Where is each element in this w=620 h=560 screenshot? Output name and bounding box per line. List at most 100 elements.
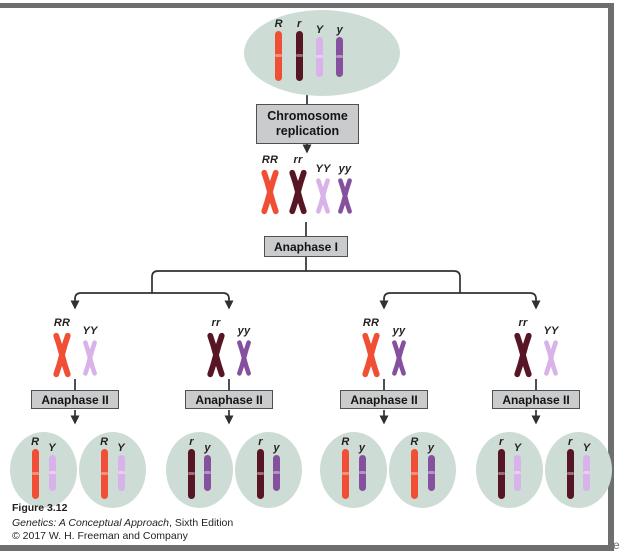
chromatid-rod (31, 449, 39, 499)
allele-label: y (427, 442, 435, 454)
box-label: Anaphase I (273, 239, 339, 254)
box-label-line1: Chromosome (267, 109, 348, 123)
replicated-RR: RR (257, 154, 283, 217)
allele-label: r (567, 436, 573, 448)
allele-label: r (258, 436, 263, 448)
chromatid-rod (336, 37, 344, 77)
gamete-cell-8: r Y (545, 432, 612, 508)
book-title-edition: , Sixth Edition (169, 517, 234, 529)
x-chromosome (510, 330, 536, 380)
gamete-chromosome: R (341, 436, 349, 508)
allele-label: YY (82, 325, 98, 337)
gamete-chromosome: Y (48, 442, 56, 508)
gamete-cell-2: R Y (79, 432, 146, 508)
box-label: Anaphase II (350, 392, 418, 407)
anaphase2-box-1: Anaphase II (31, 390, 119, 409)
group-chromosome: RR (49, 317, 75, 380)
x-chromosome (257, 167, 283, 217)
gamete-chromosome: y (273, 442, 280, 508)
chromosome-Y: Y (316, 24, 324, 96)
x-chromosome (313, 176, 333, 216)
allele-label: Y (513, 442, 522, 454)
allele-label: y (336, 24, 343, 36)
allele-label: rr (518, 317, 528, 329)
group-chromosome: yy (234, 325, 254, 378)
frame-bottom-bar (0, 545, 614, 551)
x-chromosome (541, 338, 561, 378)
allele-label: YY (315, 163, 331, 175)
allele-label: r (498, 436, 504, 448)
gamete-chromosome: R (410, 436, 418, 508)
allele-label: y (273, 442, 280, 454)
chromatid-rod (117, 455, 125, 491)
chromatid-rod (295, 31, 303, 81)
group-chromosome: RR (358, 317, 384, 380)
chromatid-rod (566, 449, 574, 499)
gamete-chromosome: Y (117, 442, 125, 508)
chromatid-rod (582, 455, 590, 491)
replicated-chromosome-row: RR rr YY yy (257, 154, 355, 217)
chromatid-rod (204, 455, 211, 491)
allele-label: yy (338, 163, 352, 175)
anaphase2-box-4: Anaphase II (492, 390, 580, 409)
allele-label: RR (53, 317, 71, 329)
chromatid-rod (257, 449, 264, 499)
chromatid-rod (513, 455, 521, 491)
x-chromosome (285, 167, 311, 217)
figure-number: Figure 3.12 (12, 502, 68, 514)
x-chromosome (234, 338, 254, 378)
replicated-YY: YY (313, 163, 333, 216)
gamete-chromosome: r (497, 436, 505, 508)
allele-label: Y (315, 24, 324, 36)
allele-label: y (358, 442, 366, 454)
chromatid-rod (427, 455, 435, 491)
gamete-chromosome: r (188, 436, 195, 508)
book-title-italic: Genetics: A Conceptual Approach (12, 517, 170, 529)
gamete-chromosome: y (358, 442, 366, 508)
anaphase1-group-4: rr YY (510, 317, 561, 380)
allele-label: RR (362, 317, 380, 329)
allele-label: Y (117, 442, 125, 454)
x-chromosome (389, 338, 409, 378)
allele-label: R (341, 436, 350, 448)
box-label: Anaphase II (502, 392, 570, 407)
chromatid-rod (275, 31, 283, 81)
chromatid-rod (497, 449, 505, 499)
allele-label: r (297, 18, 302, 30)
box-label-line2: replication (275, 124, 340, 138)
chromatid-rod (273, 455, 280, 491)
allele-label: R (31, 436, 40, 448)
gamete-chromosome: r (566, 436, 574, 508)
parent-cell: R r Y y (244, 10, 400, 96)
chromatid-rod (358, 455, 366, 491)
chromatid-rod (188, 449, 195, 499)
box-label: Anaphase II (41, 392, 109, 407)
gamete-cell-5: R y (320, 432, 387, 508)
gamete-cell-7: r Y (476, 432, 543, 508)
allele-label: y (204, 442, 211, 454)
anaphase1-box: Anaphase I (264, 236, 348, 257)
frame-top-bar (0, 3, 614, 8)
chromosome-y: y (336, 24, 344, 96)
allele-label: R (100, 436, 109, 448)
allele-label: r (189, 436, 194, 448)
allele-label: YY (543, 325, 559, 337)
x-chromosome (49, 330, 75, 380)
x-chromosome (358, 330, 384, 380)
chromatid-rod (342, 449, 349, 499)
allele-label: R (410, 436, 419, 448)
gamete-chromosome: Y (514, 442, 522, 508)
allele-label: rr (293, 154, 303, 166)
gamete-cell-4: r y (235, 432, 302, 508)
group-chromosome: rr (510, 317, 536, 380)
anaphase1-group-1: RR YY (49, 317, 100, 380)
gamete-cell-3: r y (166, 432, 233, 508)
group-chromosome: YY (541, 325, 561, 378)
group-chromosome: YY (80, 325, 100, 378)
gamete-chromosome: r (257, 436, 264, 508)
chromatid-rod (411, 449, 418, 499)
chromosome-replication-box: Chromosome replication (256, 104, 359, 144)
allele-label: Y (48, 442, 56, 454)
gamete-chromosome: R (100, 436, 108, 508)
